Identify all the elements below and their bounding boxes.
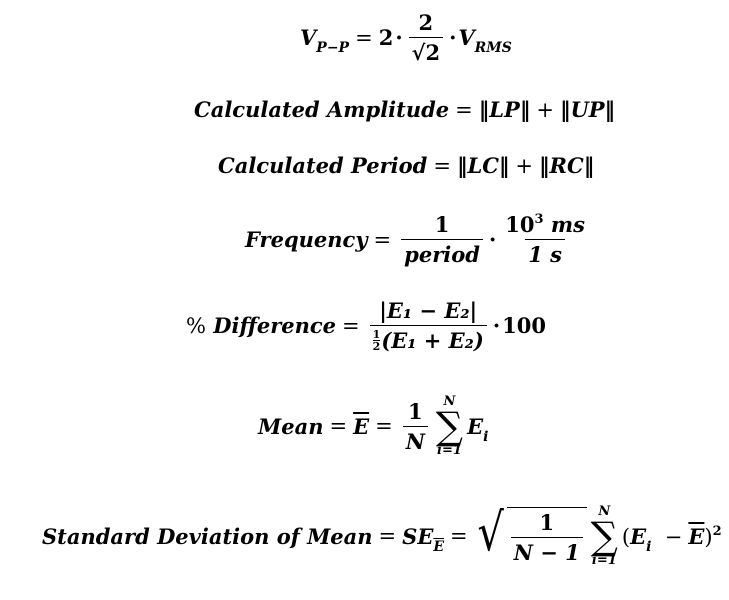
vpp-lhs: VP−P	[300, 25, 350, 56]
std-dev-term: (Ei −E)2	[621, 523, 722, 555]
formula-mean: Mean = E = 1 N N ∑ i=1 Ei	[258, 394, 489, 459]
mean-fraction: 1 N	[402, 399, 428, 454]
frequency-fraction-1: 1 period	[401, 212, 483, 267]
vpp-rhs: VRMS	[458, 25, 512, 56]
std-dev-fraction: 1 N − 1	[510, 510, 583, 565]
vpp-fraction: 2 √2	[408, 10, 444, 65]
formula-vpp: VP−P = 2 · 2 √2 · VRMS	[300, 10, 512, 65]
summation-icon: N ∑ i=1	[590, 504, 618, 569]
sqrt-icon: √	[476, 503, 504, 564]
square-root: √ 1 N − 1	[474, 507, 587, 565]
formula-amplitude: Calculated Amplitude = ‖LP‖ + ‖UP‖	[194, 97, 616, 122]
summation-icon: N ∑ i=1	[435, 394, 464, 459]
frequency-fraction-2: 103 ms 1 s	[505, 212, 585, 267]
formula-frequency: Frequency = 1 period · 103 ms 1 s	[245, 212, 592, 267]
formula-period: Calculated Period = ‖LC‖ + ‖RC‖	[218, 153, 595, 178]
formula-std-dev-mean: Standard Deviation of Mean = SEE = √ 1 N…	[42, 503, 722, 569]
